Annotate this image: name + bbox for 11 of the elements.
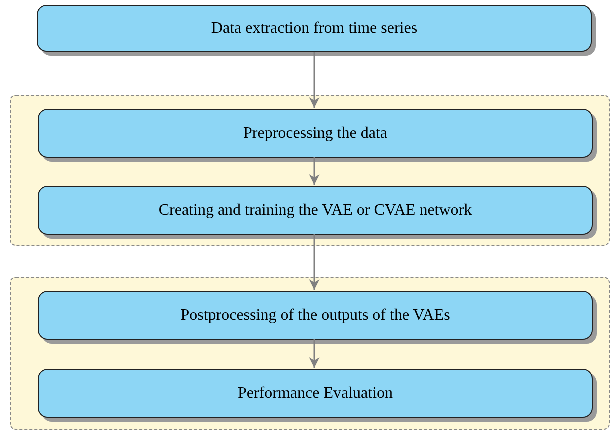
step-label: Preprocessing the data (244, 124, 388, 144)
step-label: Data extraction from time series (211, 18, 418, 38)
arrow (309, 339, 320, 368)
step-label: Performance Evaluation (238, 384, 394, 404)
group-panel (10, 95, 610, 246)
step-label: Creating and training the VAE or CVAE network (158, 200, 472, 220)
arrow (309, 52, 320, 108)
arrow (309, 157, 320, 185)
arrow (309, 234, 320, 290)
group-panel (10, 277, 610, 430)
step-label: Postprocessing of the outputs of the VAEs (180, 306, 450, 326)
